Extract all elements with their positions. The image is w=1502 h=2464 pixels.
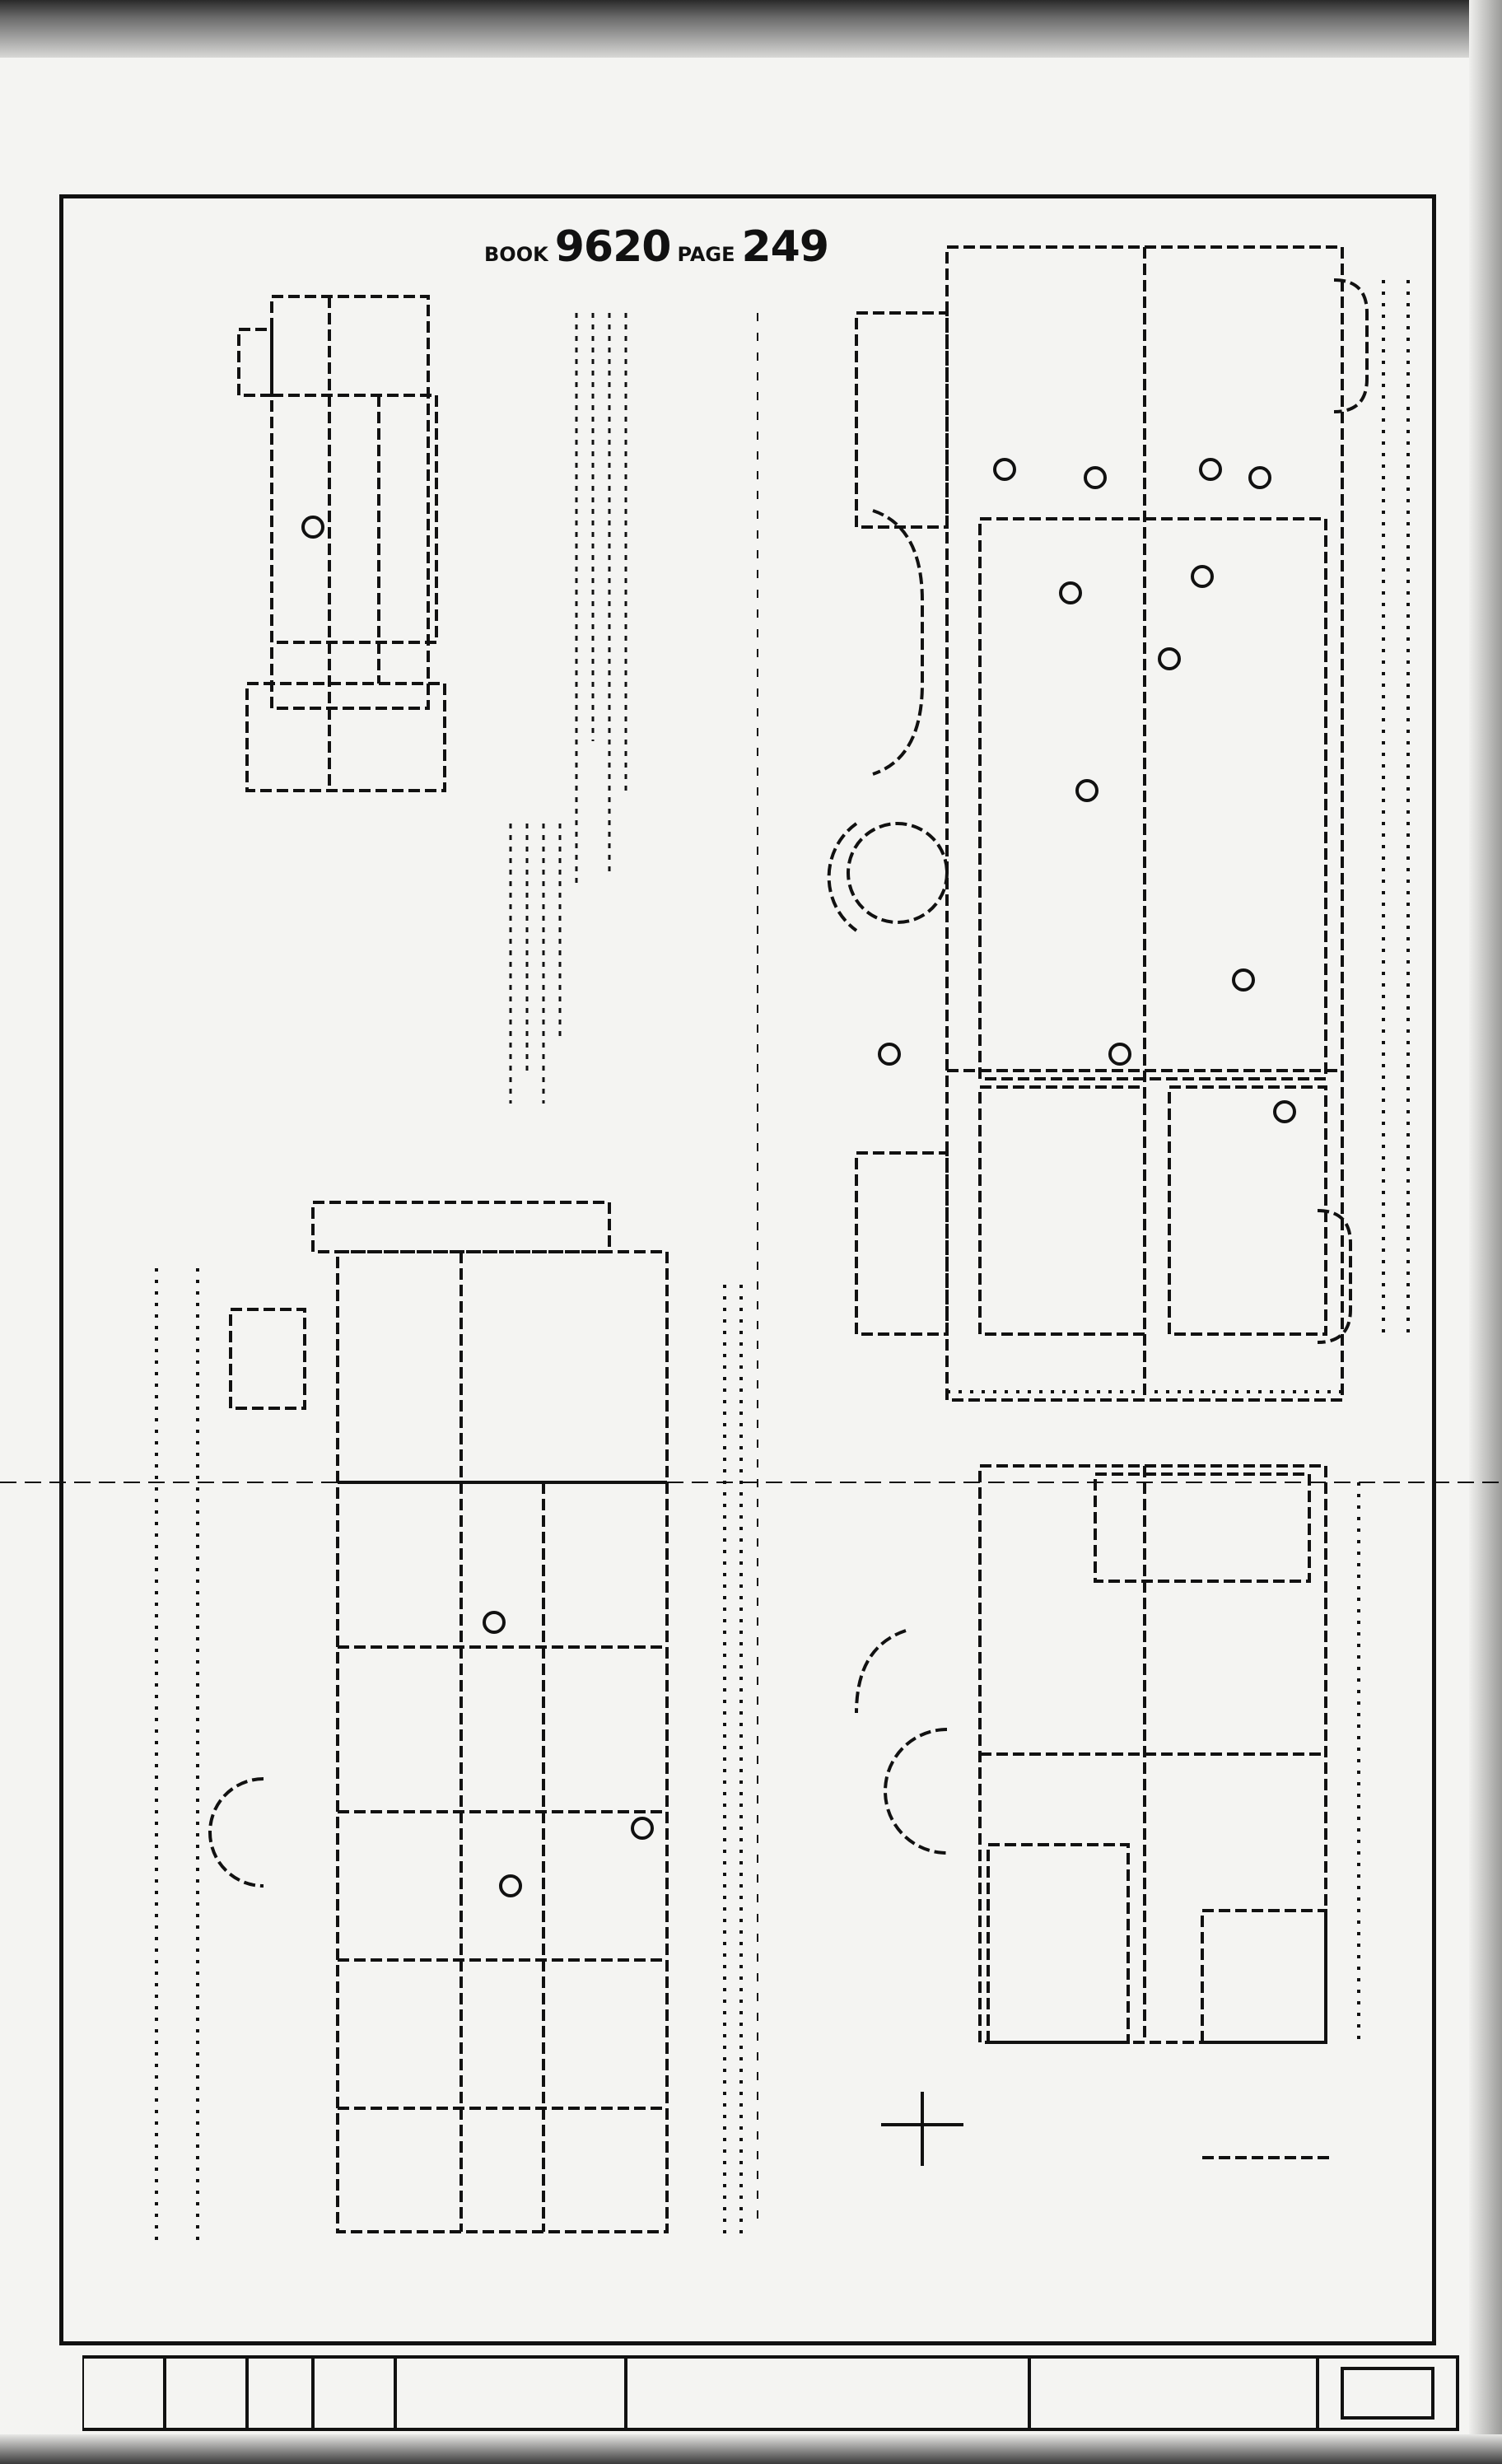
plan-first-floor-left (155, 1201, 743, 2240)
page-number: 249 (741, 222, 830, 272)
book-page-stamp: BOOK 9620 PAGE 249 (484, 222, 830, 280)
plan-upper-floor-right (855, 245, 1410, 1402)
scan-edge-top (0, 0, 1502, 58)
book-number: 9620 (554, 222, 672, 272)
room-symbols (301, 458, 1296, 1897)
title-block (82, 2355, 1459, 2431)
scan-edge-right (1469, 0, 1502, 2464)
drawing-border (59, 194, 1436, 2345)
notes-text-block (509, 313, 627, 1104)
scan-edge-bottom (0, 2434, 1502, 2464)
plan-small-top-left (237, 295, 446, 792)
rotunda-upper (827, 509, 949, 932)
page-label: PAGE (677, 243, 735, 266)
plan-lower-floor-right (855, 1464, 1360, 2166)
book-label: BOOK (484, 243, 548, 266)
